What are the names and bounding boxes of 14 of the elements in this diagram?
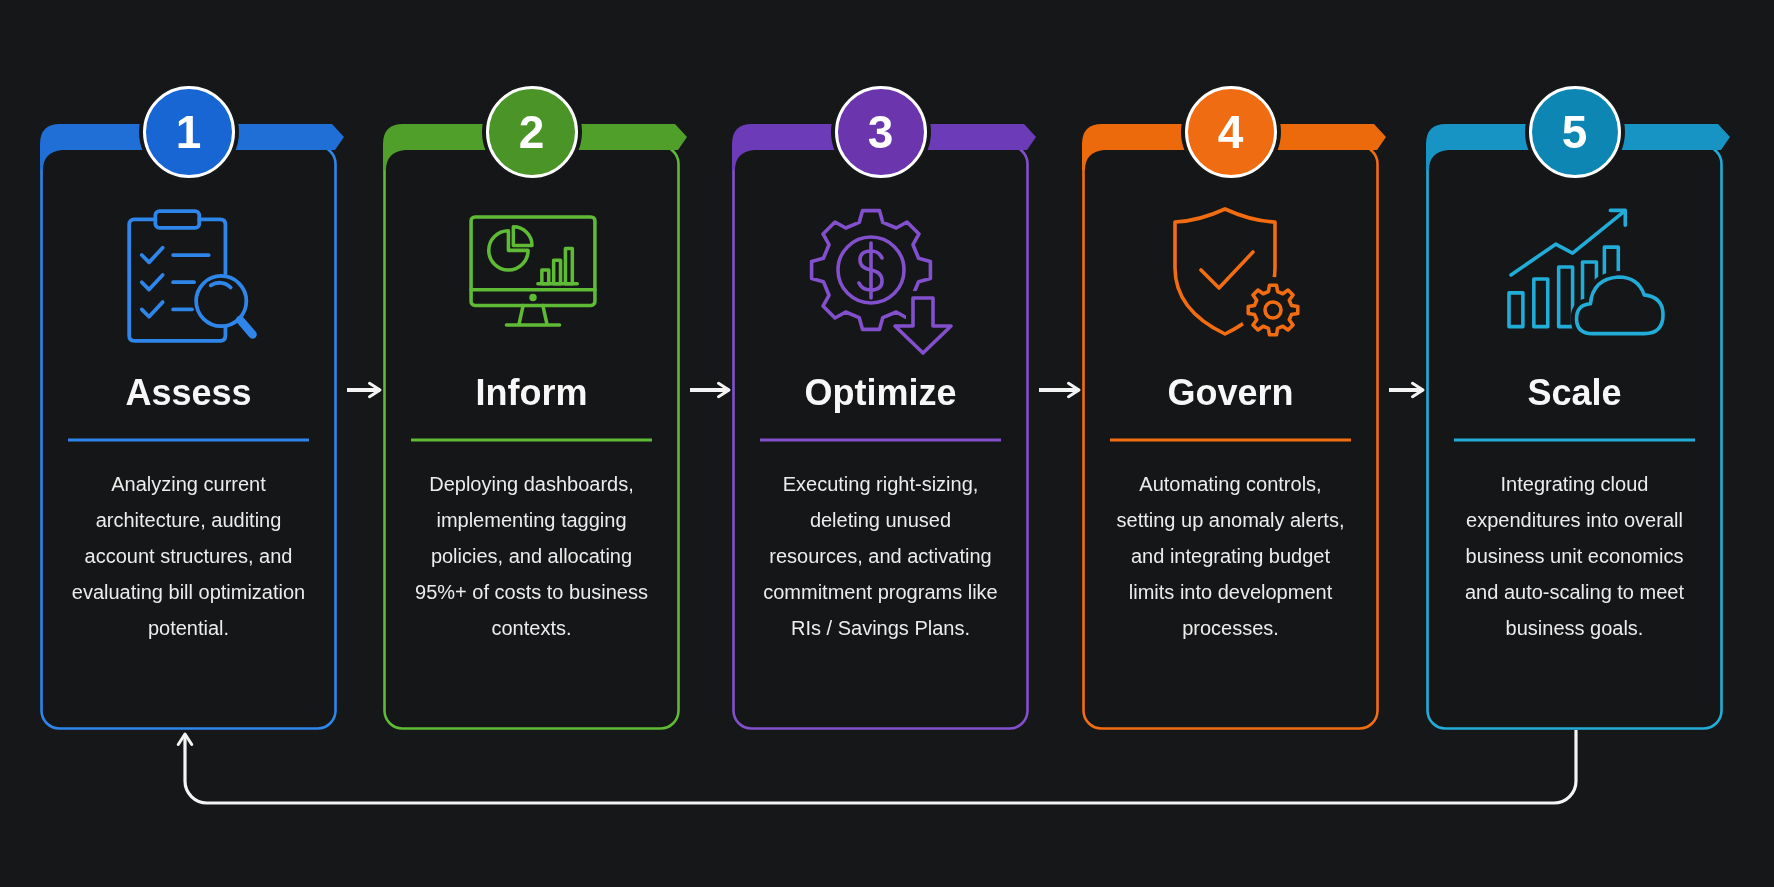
arrow	[347, 381, 382, 399]
arrow	[1389, 381, 1425, 399]
arrow	[690, 381, 731, 399]
step-description: Automating controls, setting up anomaly alerts, and integrating budget limits into development processes.	[1115, 472, 1346, 641]
step-title: Scale	[1527, 371, 1622, 415]
step-description: Integrating cloud expenditures into overall business unit economics and auto-scaling to meet business goals.	[1464, 472, 1685, 641]
step-title: Optimize	[804, 371, 957, 415]
step-title: Assess	[125, 371, 252, 415]
step-description: Executing right-sizing, deleting unused resources, and activating commitment programs like RIs / Savings Plans.	[762, 472, 999, 641]
step-description: Deploying dashboards, implementing tagging policies, and allocating 95%+ of costs to business contexts.	[414, 472, 649, 641]
arrow	[1039, 381, 1081, 399]
step-title: Govern	[1167, 371, 1294, 415]
step-description: Analyzing current architecture, auditing account structures, and evaluating bill optimization potential.	[70, 472, 307, 641]
step-title: Inform	[475, 371, 588, 415]
